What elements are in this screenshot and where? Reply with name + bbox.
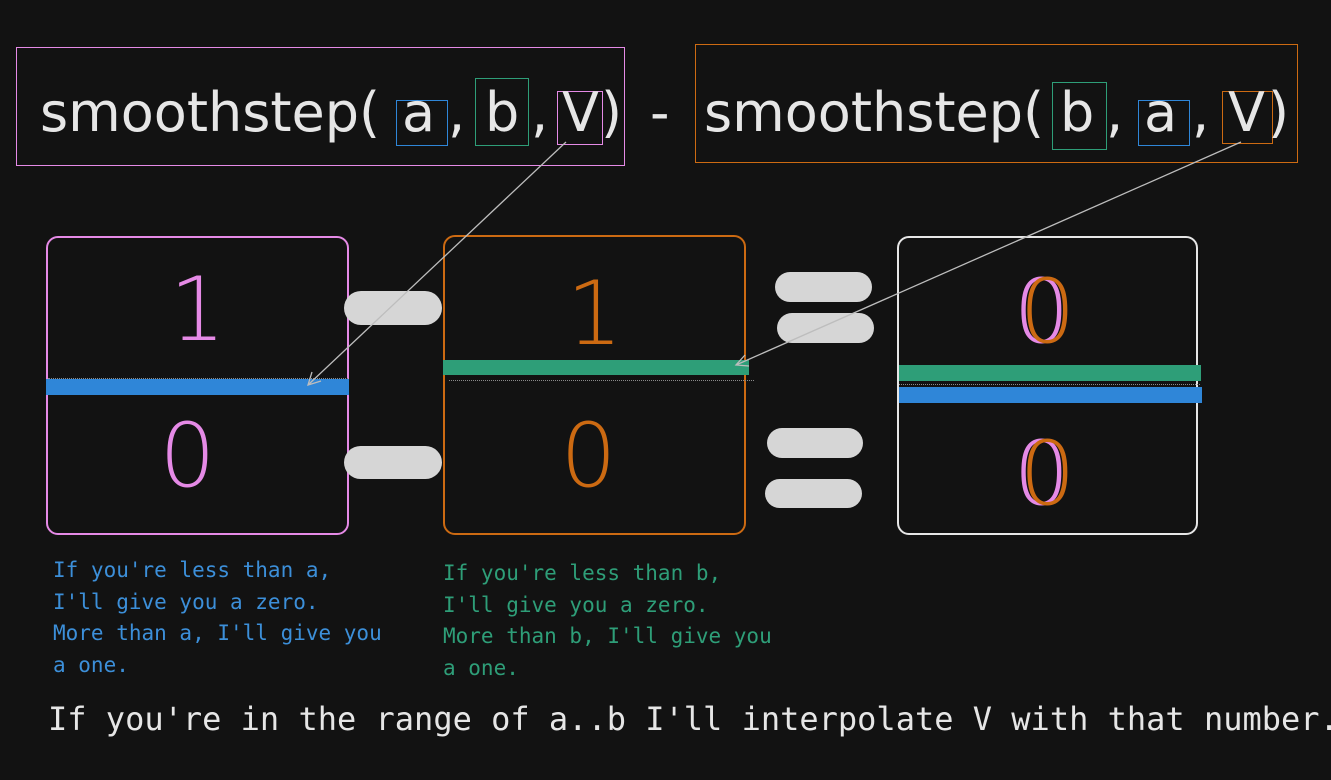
- bottom-equals-operator-lower-bar: [765, 479, 862, 508]
- left-arg-a: a: [402, 81, 436, 144]
- left-threshold-dotted-line: [48, 378, 348, 379]
- middle-threshold-dotted-line: [449, 380, 754, 381]
- right-threshold-band-b: [899, 365, 1201, 381]
- left-arg-b: b: [485, 81, 520, 144]
- right-close-paren: ): [1268, 81, 1290, 144]
- middle-note-line-1: If you're less than b,: [443, 561, 722, 585]
- right-arg-b: b: [1060, 81, 1095, 144]
- left-note-line-2: I'll give you a zero.: [53, 589, 319, 614]
- left-note: If you're less than a, I'll give you a ze…: [53, 555, 382, 681]
- left-close-paren: ): [601, 81, 623, 144]
- right-sep-2: ,: [1192, 81, 1210, 144]
- bottom-equals-operator-upper-bar: [767, 428, 863, 458]
- top-minus-operator: [344, 291, 442, 325]
- left-func-name: smoothstep(: [40, 81, 381, 144]
- left-note-line-3: More than a, I'll give you: [53, 621, 382, 645]
- middle-note-line-2: I'll give you a zero.: [443, 592, 709, 617]
- right-arg-v-box: [1222, 91, 1273, 144]
- middle-bottom-value: 0: [560, 404, 617, 507]
- right-top-value: 0: [1019, 260, 1076, 363]
- bottom-minus-operator: [344, 446, 442, 479]
- left-threshold-band-a: [46, 379, 349, 395]
- middle-note-line-4: a one.: [443, 655, 519, 680]
- right-arg-a: a: [1144, 81, 1178, 144]
- middle-top-value: 1: [566, 262, 623, 365]
- right-threshold-band-a: [899, 387, 1202, 403]
- right-arg-v: V: [1228, 81, 1265, 144]
- middle-note: If you're less than b, I'll give you a ze…: [443, 558, 772, 684]
- left-note-line-4: a one.: [53, 652, 129, 677]
- left-sep-1: ,: [448, 81, 466, 144]
- left-arg-v-box: [557, 91, 603, 145]
- left-bottom-value: 0: [159, 404, 216, 507]
- right-threshold-dotted-line: [899, 384, 1200, 385]
- right-func-name: smoothstep(: [704, 81, 1045, 144]
- top-equals-operator-lower-bar: [777, 313, 874, 343]
- middle-note-line-3: More than b, I'll give you: [443, 624, 772, 648]
- left-note-line-1: If you're less than a,: [53, 558, 332, 582]
- top-equals-operator-upper-bar: [775, 272, 872, 302]
- right-sep-1: ,: [1106, 81, 1124, 144]
- right-bottom-value: 0: [1019, 422, 1076, 525]
- left-arg-v: V: [562, 81, 599, 144]
- left-top-value: 1: [169, 258, 226, 361]
- minus-sign: -: [650, 81, 670, 144]
- left-sep-2: ,: [531, 81, 549, 144]
- bottom-caption: If you're in the range of a..b I'll inte…: [48, 700, 1331, 738]
